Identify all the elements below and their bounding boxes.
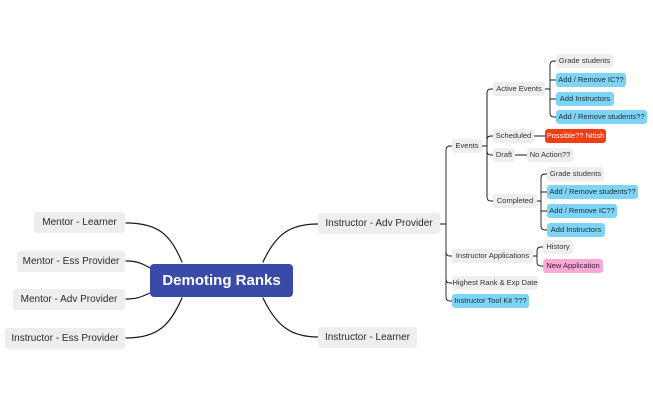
leaf-completed-add-remove-students[interactable]: Add / Remove students?? [547, 185, 638, 199]
leaf-active-grade-students[interactable]: Grade students [556, 54, 613, 68]
leaf-completed-add-instructors[interactable]: Add Instructors [547, 223, 605, 237]
leaf-applications-new-application[interactable]: New Application [543, 259, 603, 273]
connector-root-adv-provider [262, 223, 319, 263]
node-highest-rank[interactable]: Highest Rank & Exp Date [452, 276, 538, 290]
leaf-completed-add-remove-ic[interactable]: Add / Remove IC?? [547, 204, 617, 218]
connector-completed-grade [540, 173, 548, 179]
root-node[interactable]: Demoting Ranks [150, 264, 293, 297]
connector-root-learner [262, 297, 319, 338]
branch-mentor-ess-provider[interactable]: Mentor - Ess Provider [17, 251, 125, 272]
connector-root-mentor-ess [125, 260, 151, 269]
node-scheduled[interactable]: Scheduled [493, 129, 534, 143]
connector-adv-events [445, 145, 453, 225]
node-completed[interactable]: Completed [493, 194, 537, 208]
connector-adv-toolkit [445, 278, 453, 302]
connector-active-grade [549, 60, 557, 66]
leaf-draft-no-action[interactable]: No Action?? [527, 148, 573, 162]
node-draft[interactable]: Draft [493, 148, 515, 162]
leaf-active-add-instructors[interactable]: Add Instructors [556, 92, 614, 106]
node-events[interactable]: Events [452, 139, 482, 153]
connector-root-instructor-ess [125, 297, 183, 339]
branch-instructor-learner[interactable]: Instructor - Learner [318, 327, 417, 348]
connector-completed-instructors [540, 225, 548, 231]
branch-mentor-learner[interactable]: Mentor - Learner [34, 212, 125, 233]
connector-apps-new [536, 255, 544, 267]
node-instructor-tool-kit[interactable]: Instructor Tool Kit ??? [452, 294, 529, 308]
branch-instructor-ess-provider[interactable]: Instructor - Ess Provider [5, 328, 125, 349]
leaf-active-add-remove-students[interactable]: Add / Remove students?? [556, 110, 647, 124]
branch-instructor-adv-provider[interactable]: Instructor - Adv Provider [318, 213, 440, 234]
connector-apps-history [536, 246, 544, 257]
node-active-events[interactable]: Active Events [493, 82, 545, 96]
node-instructor-applications[interactable]: Instructor Applications [452, 249, 533, 263]
leaf-scheduled-possible[interactable]: Possible?? Nitish [545, 129, 606, 143]
leaf-applications-history[interactable]: History [543, 240, 573, 254]
connector-active-students [549, 112, 557, 118]
leaf-active-add-remove-ic[interactable]: Add / Remove IC?? [556, 73, 626, 87]
connector-root-mentor-learner [125, 222, 183, 263]
leaf-completed-grade-students[interactable]: Grade students [547, 167, 604, 181]
connector-root-mentor-adv [125, 292, 151, 300]
branch-mentor-adv-provider[interactable]: Mentor - Adv Provider [13, 289, 125, 310]
